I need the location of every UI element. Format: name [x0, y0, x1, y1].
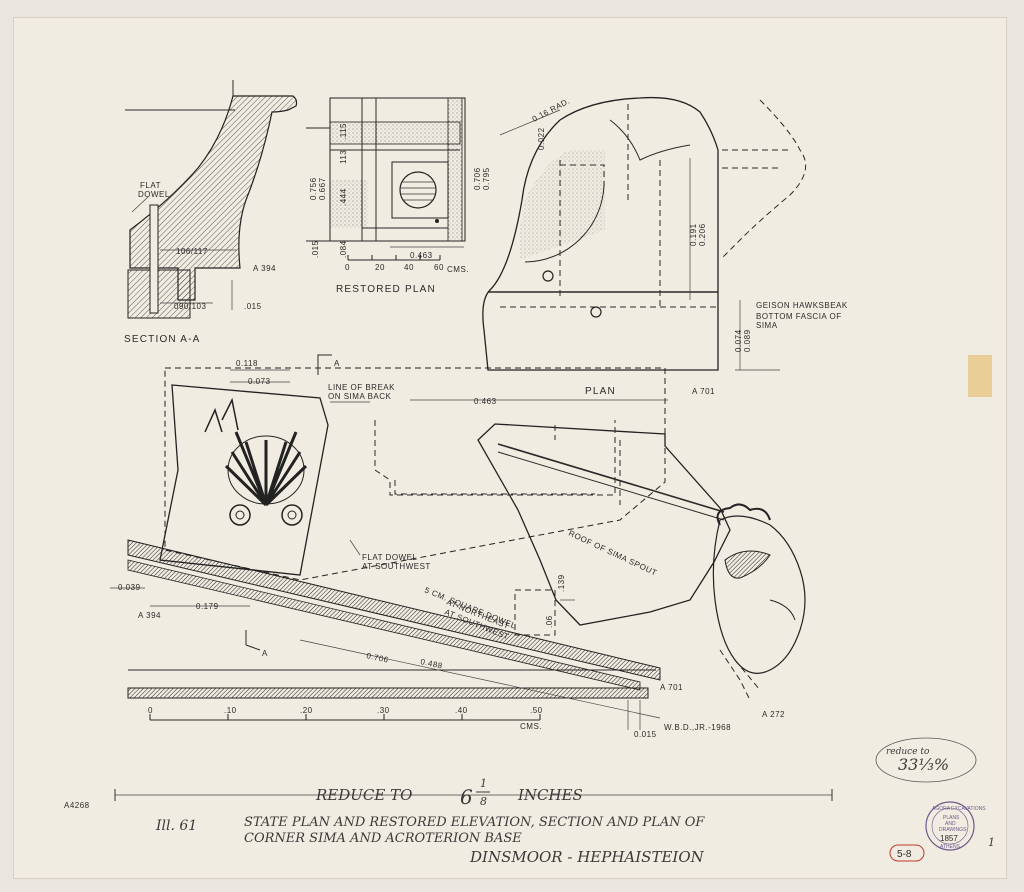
elev-dim-015: 0.015 [634, 730, 657, 739]
plan-bottom-label-1: BOTTOM FASCIA OF [756, 312, 842, 321]
break-label-1: LINE OF BREAK [328, 383, 395, 392]
caption-line-1: STATE PLAN AND RESTORED ELEVATION, SECTI… [244, 815, 705, 830]
plan-dim-191: 0.191 [689, 223, 698, 246]
break-label-2: ON SIMA BACK [328, 392, 392, 401]
plan-view: 0.16 RAD. 0.022 0.191 0.206 0.074 0.089 … [482, 96, 848, 397]
rp-scale-20: 20 [375, 263, 385, 272]
plan-rad-label: 0.16 RAD. [531, 96, 572, 123]
elev-scale-unit: CMS. [520, 722, 542, 731]
elev-dim-06: .06 [545, 615, 554, 628]
elev-dim-139: .139 [557, 574, 566, 592]
plan-dim-206: 0.206 [698, 223, 707, 246]
section-dim-015: .015 [244, 302, 262, 311]
sheet-id: A4268 [64, 801, 90, 810]
elev-scale-20: .20 [300, 706, 313, 715]
stamp-line-5: ATHENS [940, 844, 961, 850]
ill-number: Ill. 61 [155, 818, 197, 834]
author-line: DINSMOOR - HEPHAISTEION [469, 848, 705, 866]
section-title: SECTION A-A [124, 334, 201, 345]
elev-section-mark-top: A [334, 359, 340, 368]
reduce-value: 6 [460, 785, 473, 809]
rp-dim-084: .084 [339, 240, 348, 258]
restored-plan-title: RESTORED PLAN [336, 284, 436, 295]
notes-area: REDUCE TO 6 1 8 INCHES A4268 Ill. 61 STA… [64, 737, 995, 866]
rp-scale-40: 40 [404, 263, 414, 272]
elev-ref-701: A 701 [660, 683, 683, 692]
elev-dim-118: 0.118 [236, 359, 258, 368]
elev-dim-179: 0.179 [196, 602, 219, 611]
plan-dim-022: 0.022 [537, 127, 546, 150]
reduce-unit: INCHES [517, 786, 583, 804]
rp-scale-unit: CMS. [447, 265, 469, 274]
reduce-label: REDUCE TO [315, 786, 412, 804]
elev-dim-706: 0.706 [366, 651, 390, 664]
elev-scale-10: .10 [224, 706, 237, 715]
caption-line-2: CORNER SIMA AND ACROTERION BASE [244, 831, 522, 846]
red-code: 5-8 [897, 849, 912, 860]
stamp-line-2: PLANS [943, 815, 960, 821]
elev-scale-50: .50 [530, 706, 543, 715]
section-dim-106: 106/117 [176, 247, 208, 256]
agora-stamp [925, 801, 975, 851]
elev-scale-40: .40 [455, 706, 468, 715]
elev-ref-394: A 394 [138, 611, 161, 620]
restored-plan: 0.756 0.667 .015 113 .115 .444 .084 0.70… [306, 97, 491, 295]
elev-ref-272: A 272 [762, 710, 785, 719]
rp-dim-113: 113 [339, 150, 348, 164]
rp-scale-60: 60 [434, 263, 444, 272]
stamp-year: 1857 [940, 834, 958, 843]
rp-dim-444: .444 [339, 188, 348, 206]
plan-bottom-label-2: SIMA [756, 321, 778, 330]
lion-head-spout [712, 503, 806, 701]
stamp-line-3: AND [945, 821, 956, 827]
reduce-note: reduce to [886, 747, 930, 757]
plan-title: PLAN [585, 386, 616, 397]
tape-piece [968, 355, 992, 397]
plan-dim-074: 0.074 [734, 329, 743, 352]
anthemion-ornament [204, 397, 308, 526]
rp-dim-795: 0.795 [482, 167, 491, 190]
page-mark: 1 [988, 836, 995, 849]
flat-dowel-sw-1: FLAT DOWEL [362, 553, 417, 562]
section-dim-090: 090/103 [174, 302, 206, 311]
section-ref: A 394 [253, 264, 276, 273]
flat-dowel-sw-2: AT SOUTHWEST [362, 562, 431, 571]
rp-dim-667: 0.667 [318, 177, 327, 200]
elev-credit: W.B.D.,JR.-1968 [664, 723, 731, 732]
rp-dim-756: 0.756 [309, 177, 318, 200]
stamp-line-1: AGORA EXCAVATIONS [932, 806, 986, 812]
elev-section-mark-bottom: A [262, 649, 268, 658]
rp-dim-115: .115 [339, 123, 348, 140]
reduce-percent: 33⅓% [898, 755, 949, 774]
rp-dim-706: 0.706 [473, 167, 482, 190]
elevation-view: 0.118 0.073 A A LINE OF BREAK ON SIMA BA… [110, 354, 806, 739]
reduce-num: 1 [480, 777, 487, 790]
rp-dim-015: .015 [311, 240, 320, 258]
flat-dowel-label-2: DOWEL [138, 190, 170, 199]
stamp-line-4: DRAWINGS [939, 827, 967, 833]
section-a-a: FLAT DOWEL 106/117 090/103 .015 A 394 SE… [124, 80, 298, 345]
elev-dim-463: 0.463 [474, 397, 497, 406]
plan-ref: A 701 [692, 387, 715, 396]
rp-scale-0: 0 [345, 263, 350, 272]
elev-dim-039: 0.039 [118, 583, 141, 592]
reduce-den: 8 [480, 795, 487, 808]
elev-scale-0: 0 [148, 706, 153, 715]
flat-dowel-label-1: FLAT [140, 181, 161, 190]
roof-spout-label: ROOF OF SIMA SPOUT [567, 529, 658, 578]
plan-dim-089: 0.089 [743, 329, 752, 352]
rp-dim-463: 0.463 [410, 251, 433, 260]
elev-scale-30: .30 [377, 706, 390, 715]
plan-geison-label: GEISON HAWKSBEAK [756, 301, 848, 310]
elev-dim-073: 0.073 [248, 377, 271, 386]
